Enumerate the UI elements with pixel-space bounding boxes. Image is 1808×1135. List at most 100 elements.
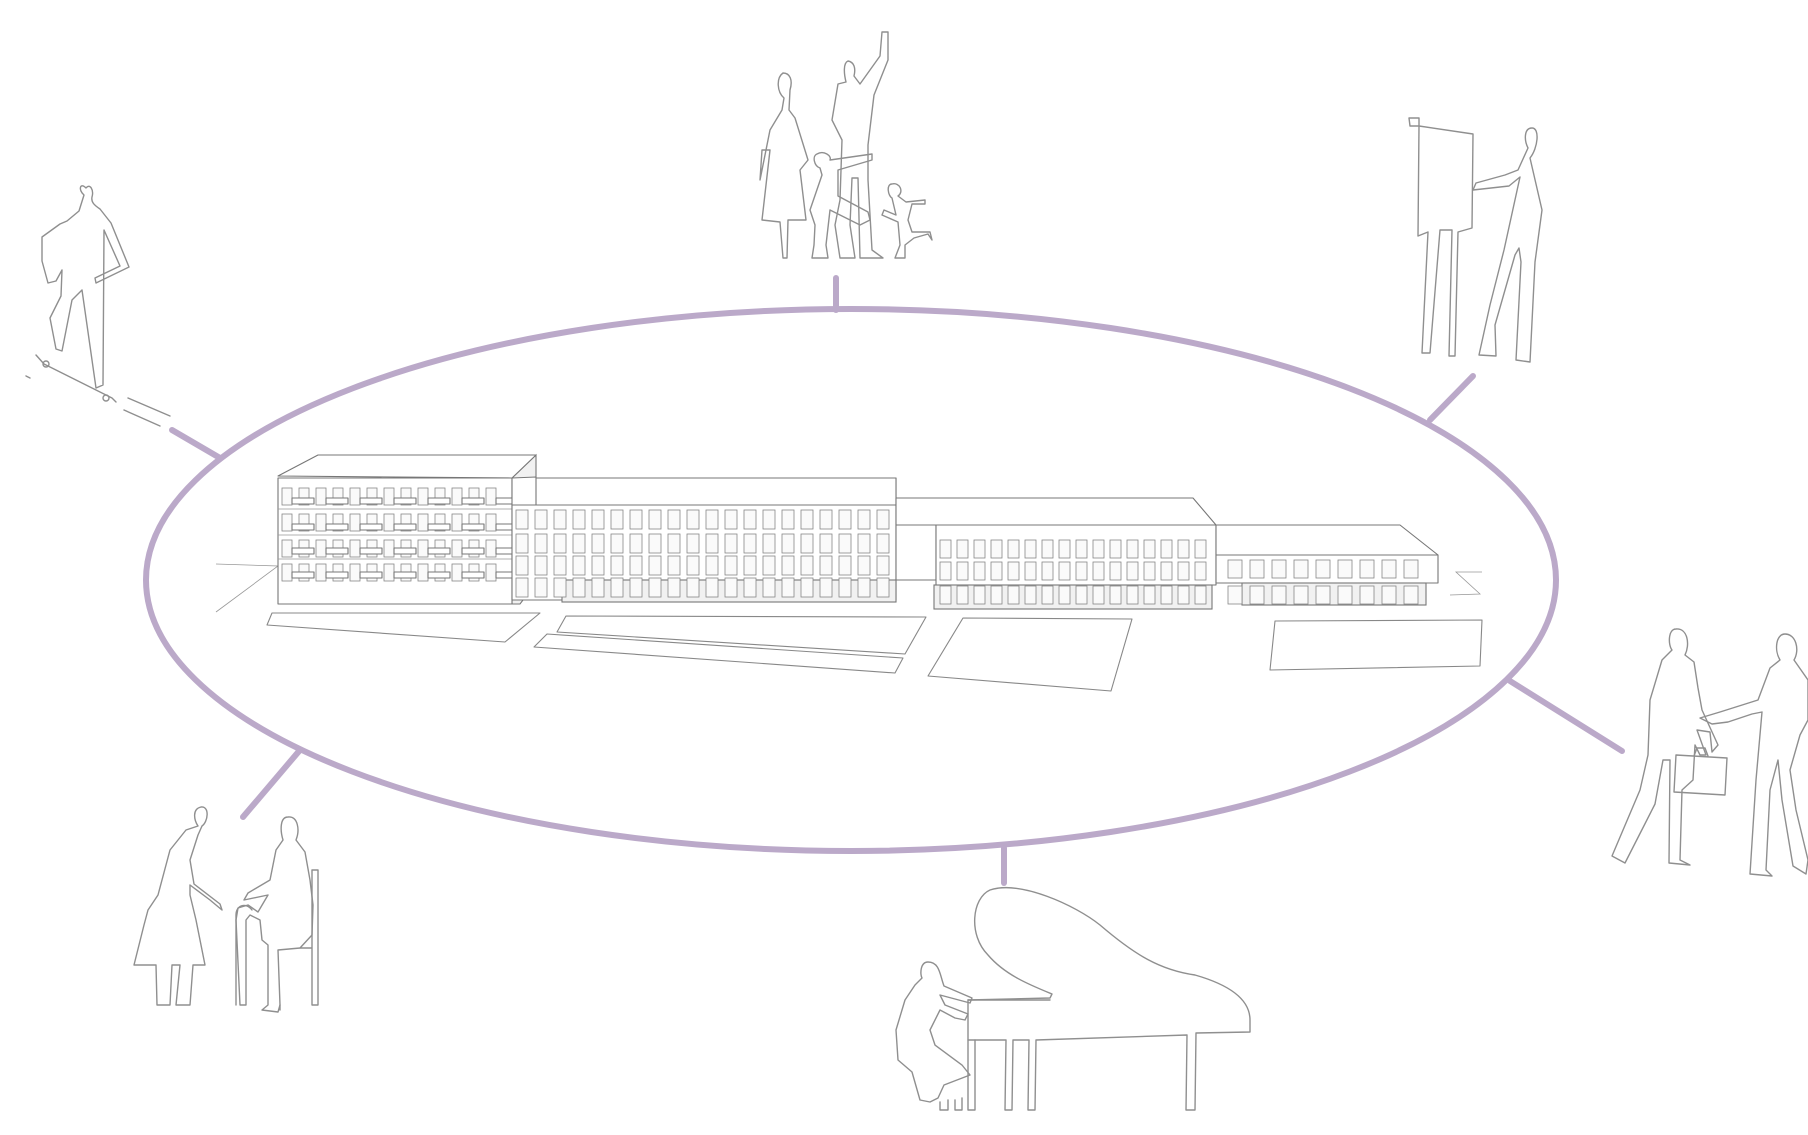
- block-b-window: [839, 510, 851, 529]
- block-b-window: [535, 556, 547, 575]
- block-a-balcony: [428, 524, 450, 530]
- block-b-window: [858, 534, 870, 553]
- block-a-balcony: [360, 524, 382, 530]
- block-c-window: [1178, 540, 1189, 558]
- block-b-window: [668, 510, 680, 529]
- block-d-window: [1382, 586, 1396, 604]
- block-a-balcony: [428, 572, 450, 578]
- block-c-window: [991, 586, 1002, 604]
- block-b-window: [554, 510, 566, 529]
- block-d-roof: [1216, 525, 1438, 555]
- block-b-window: [877, 510, 889, 529]
- block-b-window: [592, 534, 604, 553]
- block-b-window: [611, 534, 623, 553]
- spoke-elderly: [243, 750, 300, 817]
- block-c-window: [1025, 586, 1036, 604]
- block-a-balcony: [326, 524, 348, 530]
- block-a-window: [282, 514, 292, 531]
- block-c-window: [1025, 562, 1036, 580]
- block-b-window: [839, 578, 851, 597]
- block-b-window: [820, 556, 832, 575]
- block-b-window: [535, 578, 547, 597]
- building-massing-icon: [216, 455, 1482, 691]
- block-b-window: [592, 578, 604, 597]
- block-c-window: [974, 586, 985, 604]
- block-d-window: [1316, 586, 1330, 604]
- block-d-base: [1242, 583, 1426, 605]
- block-d-window: [1250, 560, 1264, 578]
- block-b-window: [611, 578, 623, 597]
- block-a-window: [384, 514, 394, 531]
- family-waving-icon: [760, 32, 932, 258]
- block-d-window: [1272, 586, 1286, 604]
- block-a-balcony: [292, 498, 314, 504]
- block-a-balcony: [462, 498, 484, 504]
- block-a-window: [282, 540, 292, 557]
- block-b-window: [554, 534, 566, 553]
- block-d-window: [1360, 560, 1374, 578]
- ground-line-left: [216, 564, 278, 612]
- block-b-window: [782, 578, 794, 597]
- block-c-window: [1076, 586, 1087, 604]
- business-handshake-icon: [1612, 629, 1808, 876]
- block-c-window: [1110, 540, 1121, 558]
- block-a-window: [384, 564, 394, 581]
- grand-piano-player-icon: [896, 888, 1250, 1110]
- block-b-window: [801, 510, 813, 529]
- block-c-window: [940, 586, 951, 604]
- block-c-window: [974, 562, 985, 580]
- block-c-window: [1076, 540, 1087, 558]
- block-b-window: [706, 556, 718, 575]
- block-a-window: [486, 540, 496, 557]
- spoke-skater: [172, 430, 220, 458]
- block-b-window: [630, 578, 642, 597]
- block-c-window: [974, 540, 985, 558]
- block-c-window: [1093, 540, 1104, 558]
- block-d-window: [1272, 560, 1286, 578]
- spoke-painter: [1430, 376, 1473, 420]
- block-a-window: [486, 564, 496, 581]
- block-b-window: [820, 578, 832, 597]
- block-a-window: [452, 540, 462, 557]
- block-c-window: [1076, 562, 1087, 580]
- block-a-balcony: [462, 572, 484, 578]
- block-c-window: [1059, 562, 1070, 580]
- block-b-window: [592, 510, 604, 529]
- block-b-window: [649, 534, 661, 553]
- block-d-window: [1404, 586, 1418, 604]
- block-b-window: [649, 510, 661, 529]
- block-b-window: [649, 556, 661, 575]
- block-d-window: [1228, 586, 1242, 604]
- block-b-window: [535, 534, 547, 553]
- block-d-window: [1404, 560, 1418, 578]
- block-b-window: [877, 578, 889, 597]
- block-a-window: [350, 540, 360, 557]
- block-c-window: [1110, 562, 1121, 580]
- block-d-window: [1294, 586, 1308, 604]
- block-a-window: [452, 488, 462, 505]
- block-a-balcony: [292, 548, 314, 554]
- block-d-window: [1228, 560, 1242, 578]
- block-b-window: [516, 556, 528, 575]
- block-a-balcony: [292, 572, 314, 578]
- block-b-window: [744, 578, 756, 597]
- block-c-window: [1025, 540, 1036, 558]
- block-b-window: [554, 556, 566, 575]
- block-d-window: [1360, 586, 1374, 604]
- block-a-window: [486, 514, 496, 531]
- block-a-balcony: [394, 524, 416, 530]
- block-d-window: [1338, 560, 1352, 578]
- ground-line-right: [1450, 572, 1482, 595]
- block-d-window: [1338, 586, 1352, 604]
- block-b-window: [820, 534, 832, 553]
- block-a-window: [418, 564, 428, 581]
- block-b-window: [801, 556, 813, 575]
- block-b-window: [535, 510, 547, 529]
- block-b-window: [763, 556, 775, 575]
- block-c-window: [1059, 586, 1070, 604]
- block-b-window: [839, 556, 851, 575]
- block-b-window: [801, 534, 813, 553]
- block-b-window: [516, 534, 528, 553]
- block-b-window: [877, 534, 889, 553]
- block-c-window: [1161, 562, 1172, 580]
